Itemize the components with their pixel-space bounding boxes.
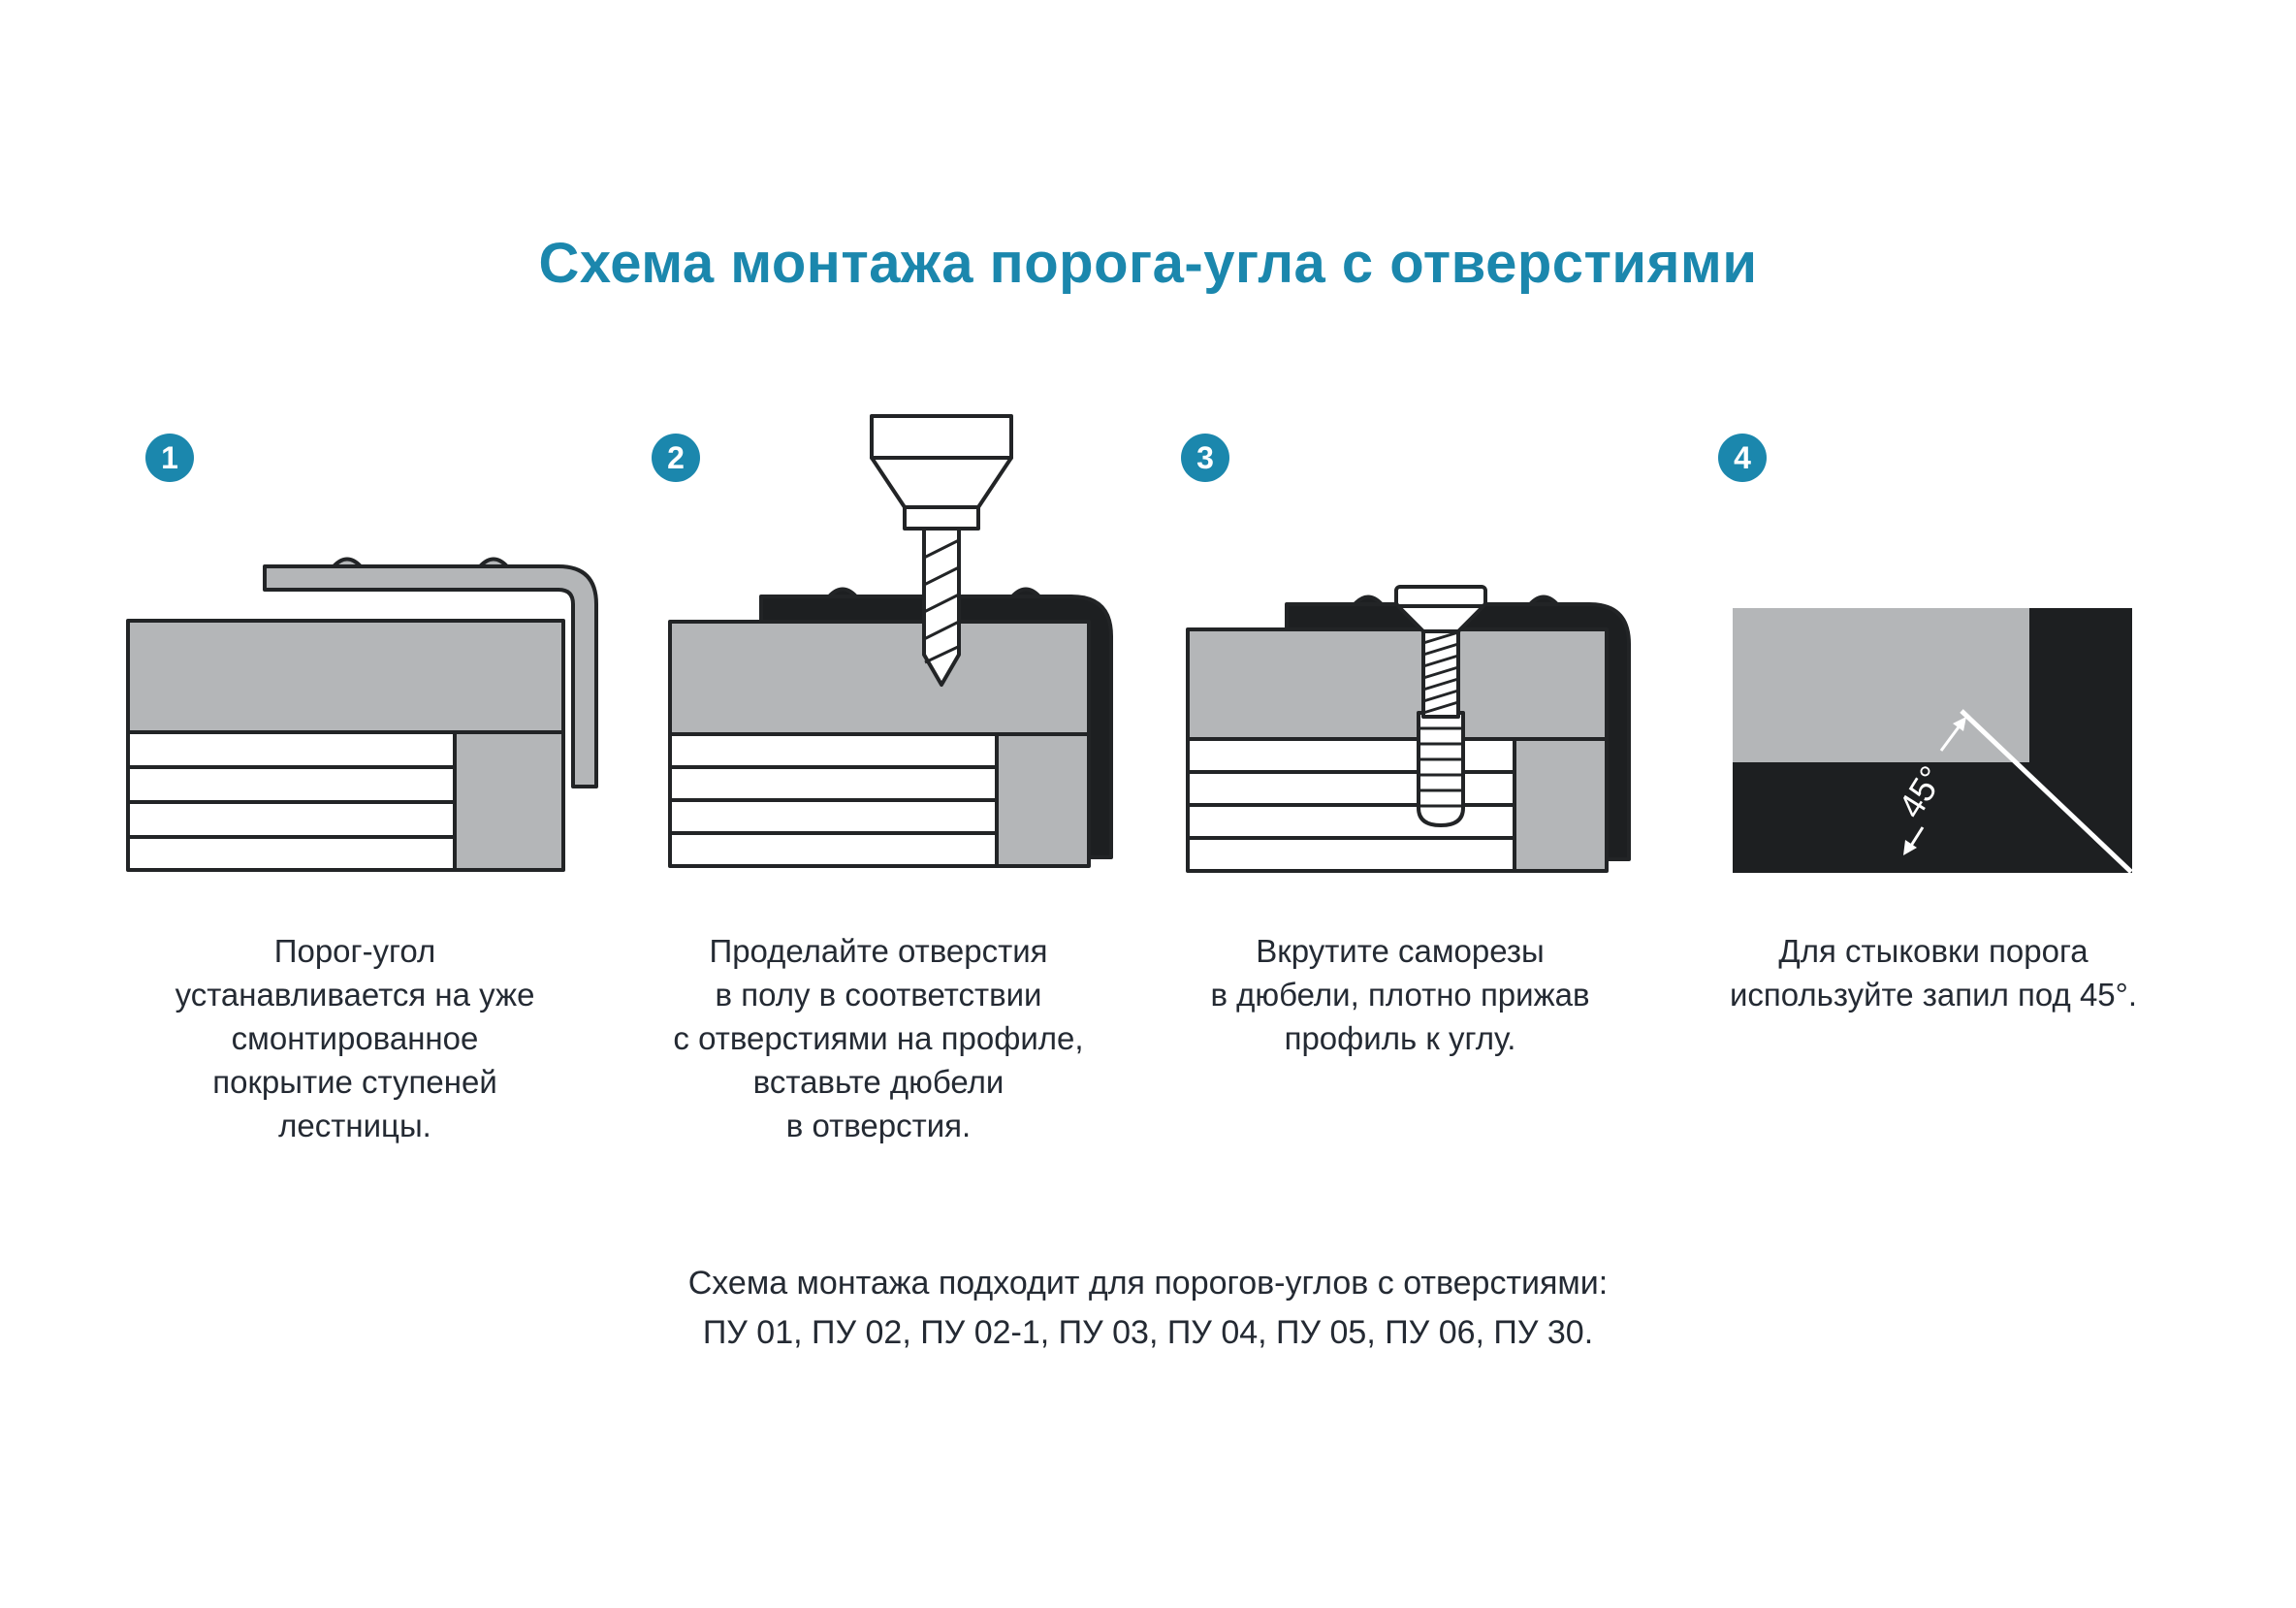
step-3-number-badge: 3 [1181,434,1229,482]
step-1: 1 Порог-угол устанавливается на уже с [93,434,617,1171]
step-2-illustration [666,412,1122,883]
step-4-caption: Для стыковки порога используйте запил по… [1729,933,2138,1013]
miter-cut-45-drawing: 45° [1733,608,2133,874]
dowel-icon [1417,711,1465,827]
angle-arrowhead-upper [1953,717,1966,731]
corner-profile-on-step-drawing [126,557,598,872]
step-2-number-badge: 2 [652,434,700,482]
stair-step-covering [126,619,565,872]
angle-arrow-lower [1909,826,1925,847]
floor-covering [668,620,1091,868]
screw-into-dowel-drawing [1186,585,1631,873]
step-4-illustration: 45° [1733,608,2133,878]
step-1-illustration [124,553,609,878]
drill-through-profile-drawing [668,414,1113,868]
footer-note: Схема монтажа подходит для порогов-углов… [0,1259,2296,1358]
step-3-caption: Вкрутите саморезы в дюбели, плотно прижа… [1210,933,1590,1056]
footer-note-line-1: Схема монтажа подходит для порогов-углов… [687,1265,1609,1302]
step-3-illustration [1184,577,1640,883]
step-2: 2 [617,414,1140,1171]
step-4: 4 45° Для стыковки порога используйте за… [1672,434,2195,1171]
step-1-number-badge: 1 [145,434,194,482]
profile-top-view [1733,608,2029,762]
corner-profile-icon [263,557,598,788]
drill-icon [870,414,1013,687]
miter-cut-line [1960,709,2133,874]
step-1-caption: Порог-угол устанавливается на уже смонти… [175,933,535,1143]
step-2-caption: Проделайте отверстия в полу в соответств… [673,933,1084,1143]
step-3: 3 [1138,434,1662,1171]
angle-arrow-upper [1939,724,1962,752]
step-4-number-badge: 4 [1718,434,1767,482]
floor-covering [1186,627,1609,873]
page-title: Схема монтажа порога-угла с отверстиями [538,232,1758,295]
screw-icon [1394,585,1487,719]
footer-note-line-2: ПУ 01, ПУ 02, ПУ 02-1, ПУ 03, ПУ 04, ПУ … [702,1314,1594,1351]
angle-arrowhead-lower [1903,840,1917,855]
